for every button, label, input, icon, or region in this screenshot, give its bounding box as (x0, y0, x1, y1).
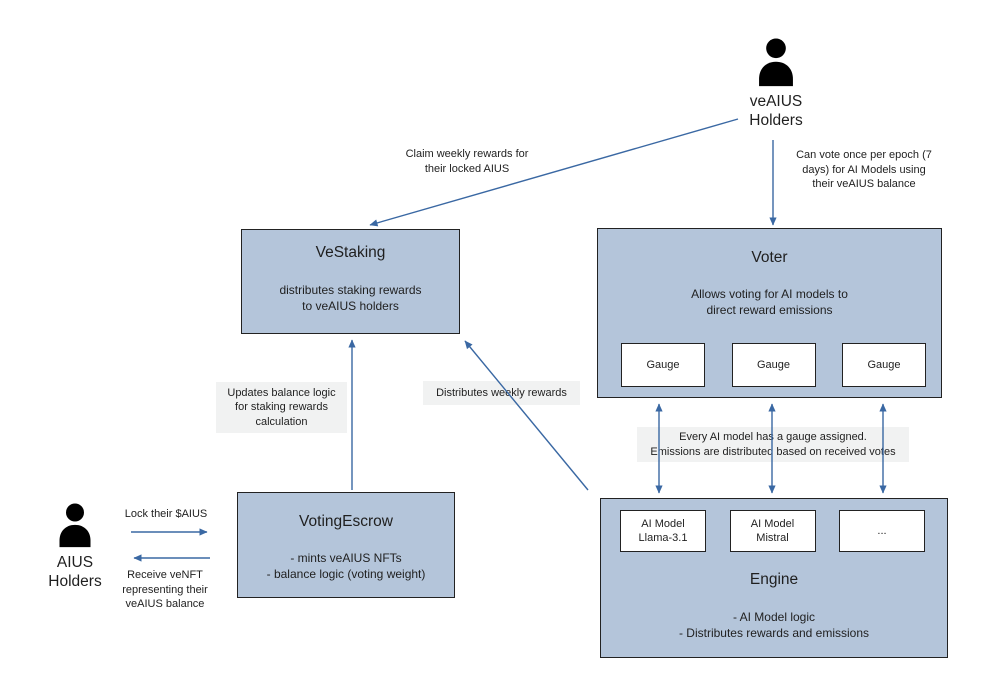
actor-aius-holders: AIUS Holders (45, 502, 105, 592)
node-body: - mints veAIUS NFTs - balance logic (vot… (266, 551, 426, 582)
person-icon (59, 503, 91, 548)
note-distributes-weekly: Distributes weekly rewards (423, 381, 580, 405)
gauge-box: Gauge (731, 343, 816, 387)
node-title: Engine (749, 571, 799, 588)
gauge-row: Gauge Gauge Gauge (621, 343, 926, 387)
gauge-box: Gauge (621, 343, 705, 387)
note-gauge-assignment: Every AI model has a gauge assigned. Emi… (637, 427, 909, 462)
person-icon (759, 38, 793, 87)
node-title: Voter (751, 249, 788, 266)
ai-model-box: AI Model Llama-3.1 (620, 510, 706, 552)
model-row: AI Model Llama-3.1 AI Model Mistral ... (620, 510, 925, 552)
node-vestaking: VeStaking distributes staking rewards to… (241, 229, 460, 334)
actor-label: AIUS Holders (48, 554, 102, 591)
note-updates-balance: Updates balance logic for staking reward… (216, 382, 347, 433)
node-votingescrow: VotingEscrow - mints veAIUS NFTs - balan… (237, 492, 455, 598)
node-title: VotingEscrow (299, 513, 393, 530)
label-can-vote: Can vote once per epoch (7 days) for AI … (796, 149, 932, 191)
label-receive-venft: Receive veNFT representing their veAIUS … (122, 569, 208, 611)
actor-veaius-holders: veAIUS Holders (747, 37, 805, 131)
node-title: VeStaking (315, 244, 386, 261)
ai-model-box: AI Model Mistral (729, 510, 816, 552)
label-claim-rewards: Claim weekly rewards for their locked AI… (405, 148, 529, 175)
actor-label: veAIUS Holders (749, 93, 803, 130)
label-lock-aius: Lock their $AIUS (124, 508, 208, 520)
arrow-engine-to-vestaking (464, 340, 589, 491)
ai-model-box: ... (839, 510, 925, 552)
node-body: Allows voting for AI models to direct re… (691, 287, 848, 318)
node-engine: AI Model Llama-3.1 AI Model Mistral ... … (600, 498, 948, 658)
node-body: distributes staking rewards to veAIUS ho… (279, 283, 422, 314)
node-voter: Voter Allows voting for AI models to dir… (597, 228, 942, 398)
node-body: - AI Model logic - Distributes rewards a… (678, 610, 870, 641)
gauge-box: Gauge (842, 343, 926, 387)
